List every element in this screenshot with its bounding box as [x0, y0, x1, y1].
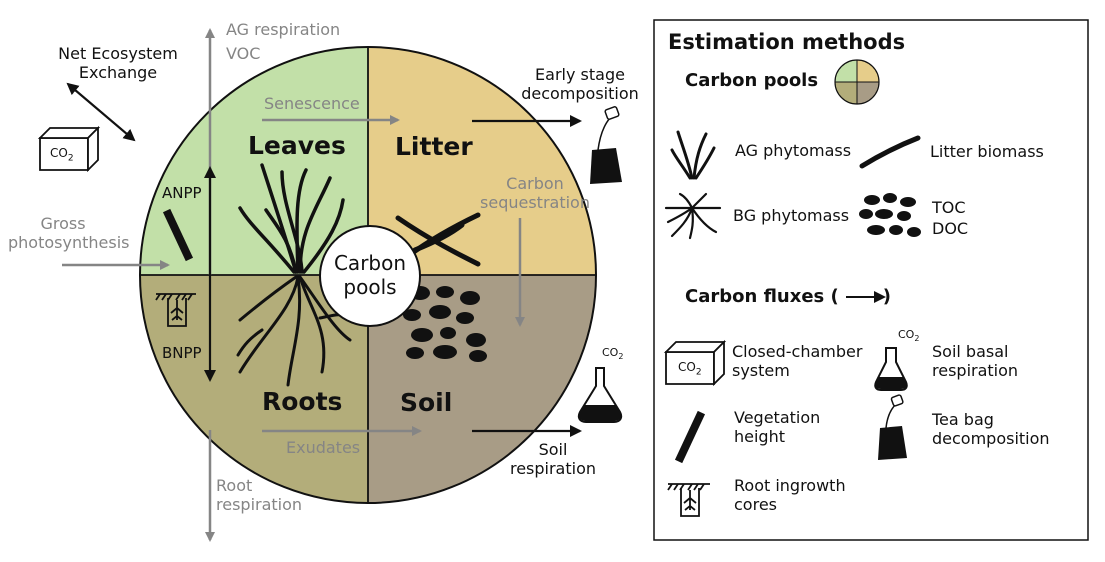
- vegetation-height-legend-icon: [674, 410, 706, 464]
- legend-tea-bag: Tea bag decomposition: [932, 410, 1050, 448]
- ag-phytomass-legend-icon: [670, 130, 716, 180]
- legend-carbon-pools-heading: Carbon pools: [685, 70, 819, 91]
- litter-sticks-icon: [395, 212, 481, 267]
- carbon-pools-center: [319, 225, 421, 327]
- legend-co2-box-label: CO2: [678, 360, 702, 378]
- co2-box-label: CO2: [50, 146, 74, 164]
- toc-doc-pebbles-legend-icon: [859, 193, 921, 237]
- bnpp-label: BNPP: [162, 344, 202, 362]
- co2-flask-label: CO2: [602, 346, 624, 362]
- legend-root-ingrowth: Root ingrowth cores: [734, 476, 846, 514]
- leaves-label: Leaves: [248, 131, 346, 160]
- root-ingrowth-core-icon: [155, 293, 196, 327]
- early-stage-decomposition-label: Early stage decomposition: [521, 65, 639, 103]
- closed-chamber-legend-icon: [663, 339, 727, 387]
- root-respiration-label: Root respiration: [216, 476, 303, 514]
- legend-title: Estimation methods: [668, 30, 906, 54]
- senescence-label: Senescence: [264, 94, 360, 113]
- roots-label: Roots: [262, 387, 343, 416]
- carbon-pools-legend-circle: [834, 59, 880, 105]
- legend-carbon-fluxes-heading: Carbon fluxes (): [685, 286, 891, 307]
- anpp-label: ANPP: [162, 184, 202, 202]
- litter-label: Litter: [395, 132, 473, 161]
- tea-bag-legend-icon: [878, 394, 907, 460]
- tea-bag-icon: [590, 106, 622, 184]
- soil-label: Soil: [400, 388, 453, 417]
- legend-box: [653, 19, 1089, 541]
- net-ecosystem-exchange-arrow: [66, 82, 136, 142]
- grass-leaves-icon: [238, 163, 345, 274]
- ag-respiration-label: AG respiration: [226, 20, 341, 39]
- legend-soil-basal-respiration: Soil basal respiration: [932, 342, 1019, 380]
- legend-litter-biomass: Litter biomass: [930, 142, 1044, 161]
- carbon-pools-center-label: Carbon pools: [333, 251, 407, 299]
- soil-pebbles-icon: [403, 286, 487, 362]
- flask-legend-icon: [874, 347, 908, 391]
- exudates-label: Exudates: [286, 438, 361, 457]
- legend-co2-flask-label: CO2: [898, 328, 920, 344]
- closed-chamber-box-icon: [37, 125, 101, 173]
- legend-bg-phytomass: BG phytomass: [733, 206, 850, 225]
- legend-toc: TOC: [932, 198, 966, 217]
- legend-ag-phytomass: AG phytomass: [735, 141, 852, 160]
- litter-biomass-legend-icon: [859, 135, 921, 169]
- soil-respiration-label: Soil respiration: [509, 440, 597, 478]
- legend-doc: DOC: [932, 219, 969, 238]
- legend-closed-chamber: Closed-chamber system: [732, 342, 863, 380]
- legend-vegetation-height: Vegetation height: [734, 408, 821, 446]
- net-ecosystem-exchange-label: Net Ecosystem Exchange: [58, 44, 178, 82]
- carbon-sequestration-label: Carbon sequestration: [480, 174, 590, 212]
- root-ingrowth-legend-icon: [667, 483, 710, 517]
- flask-icon: [577, 367, 623, 423]
- voc-label: VOC: [226, 44, 261, 63]
- vegetation-height-ruler-icon: [162, 208, 194, 262]
- gross-photosynthesis-label: Gross photosynthesis: [8, 214, 130, 252]
- bg-phytomass-legend-icon: [664, 192, 722, 240]
